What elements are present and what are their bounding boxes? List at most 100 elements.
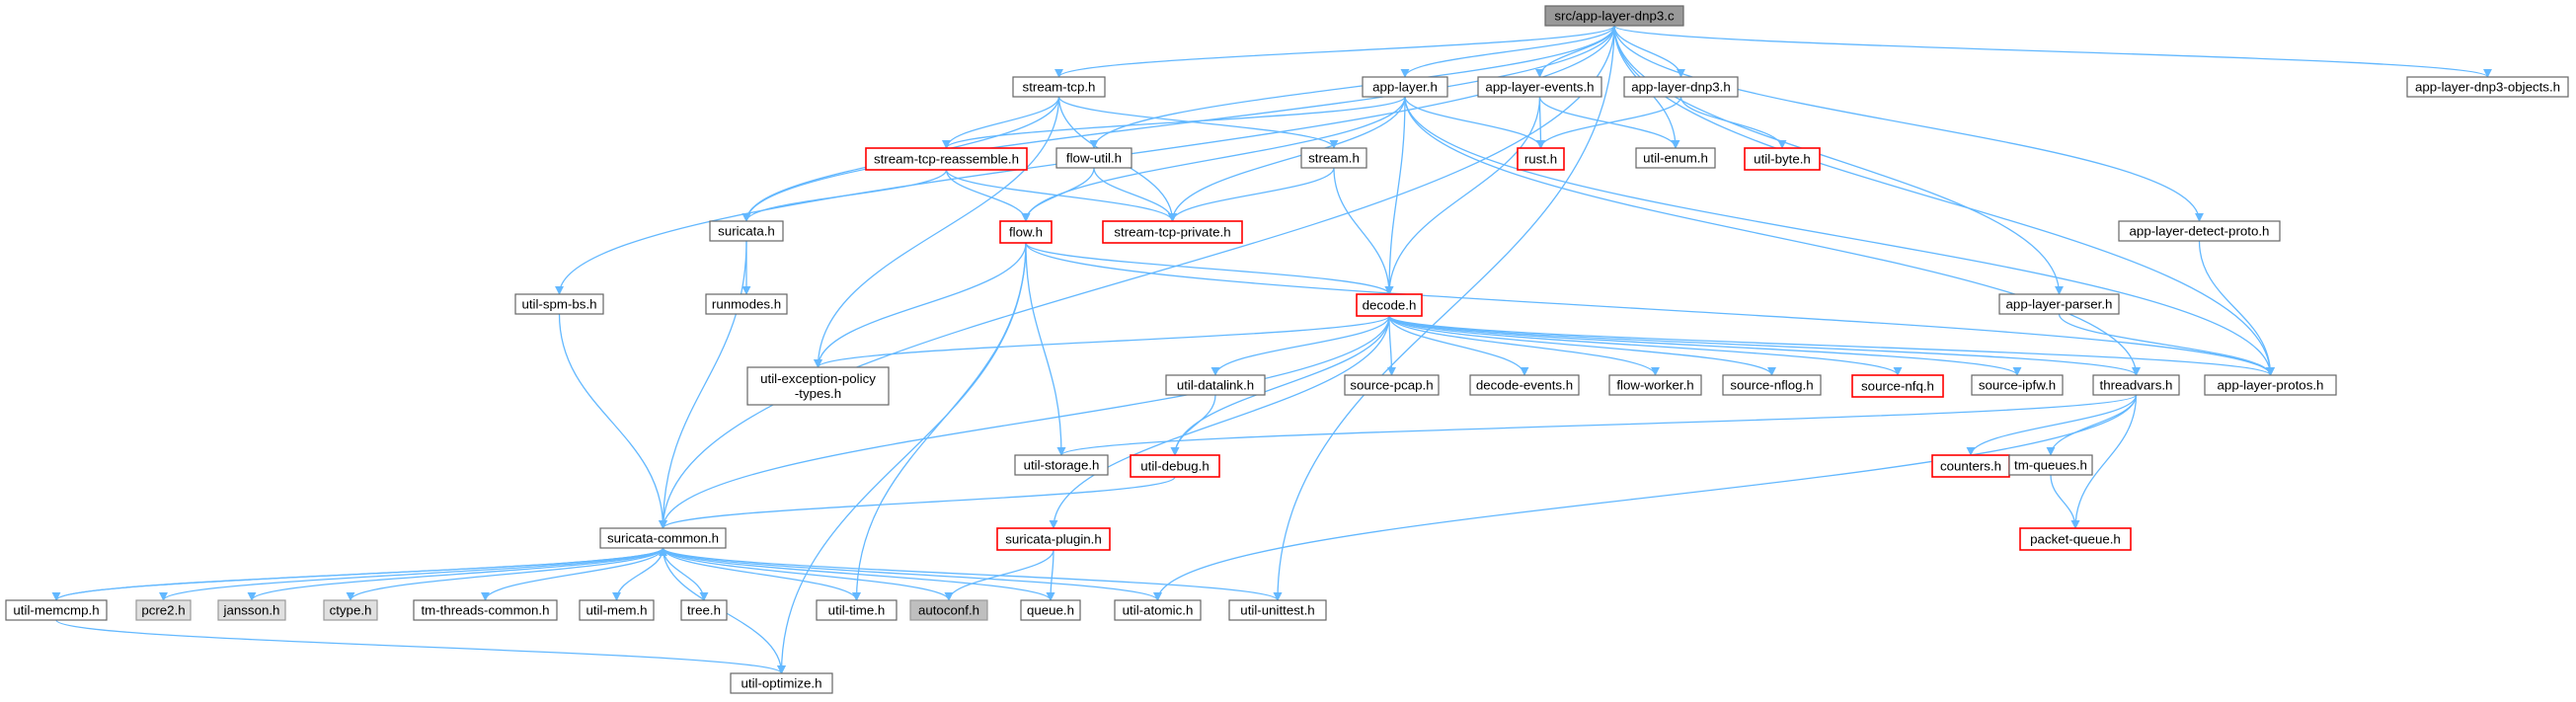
edge-app-layer-dnp3-h-to-util-byte-h [1679, 96, 1787, 149]
node-label: ctype.h [330, 603, 372, 618]
node-box [816, 599, 898, 621]
node-box [2204, 374, 2337, 396]
edge-flow-h-to-decode-h [1025, 242, 1394, 295]
edge-root-to-app-layer-detect-proto-h [1613, 25, 2204, 222]
edge-stream-tcp-h-to-stream-h [1057, 96, 1339, 149]
node-util-spm-bs-h[interactable]: util-spm-bs.h [514, 293, 604, 315]
node-util-atomic-h[interactable]: util-atomic.h [1114, 599, 1202, 621]
edge-flow-h-to-app-layer-protos-h [1025, 242, 2275, 376]
node-label: app-layer-detect-proto.h [2130, 224, 2270, 239]
edge-app-layer-events-h-to-decode-h [1384, 96, 1541, 295]
node-suricata-common-h[interactable]: suricata-common.h [599, 527, 727, 549]
node-label: jansson.h [223, 603, 280, 618]
node-label: src/app-layer-dnp3.c [1554, 9, 1675, 24]
node-box [579, 599, 655, 621]
node-util-byte-h[interactable]: util-byte.h [1744, 147, 1821, 171]
edge-decode-h-to-source-nflog-h [1388, 315, 1776, 376]
node-tm-queues-h[interactable]: tm-queues.h [2008, 454, 2093, 476]
node-label: runmodes.h [712, 297, 781, 312]
node-stream-tcp-private-h[interactable]: stream-tcp-private.h [1102, 220, 1243, 244]
node-app-layer-events-h[interactable]: app-layer-events.h [1477, 76, 1602, 98]
node-tree-h[interactable]: tree.h [680, 599, 728, 621]
node-decode-events-h[interactable]: decode-events.h [1469, 374, 1580, 396]
node-jansson-h[interactable]: jansson.h [217, 599, 286, 621]
node-root[interactable]: src/app-layer-dnp3.c [1544, 5, 1684, 27]
node-util-exception-policy-types-h[interactable]: util-exception-policy-types.h [746, 366, 890, 406]
node-box [1300, 147, 1367, 169]
node-util-mem-h[interactable]: util-mem.h [579, 599, 655, 621]
node-app-layer-detect-proto-h[interactable]: app-layer-detect-proto.h [2118, 220, 2281, 242]
node-flow-h[interactable]: flow.h [999, 220, 1053, 244]
node-runmodes-h[interactable]: runmodes.h [705, 293, 788, 315]
node-box [2019, 527, 2132, 551]
node-stream-tcp-reassemble-h[interactable]: stream-tcp-reassemble.h [865, 147, 1028, 171]
node-autoconf-h[interactable]: autoconf.h [909, 599, 988, 621]
edge-suricata-plugin-h-to-queue-h [1046, 549, 1055, 601]
edge-app-layer-h-to-stream-tcp-reassemble-h [942, 96, 1406, 149]
node-util-optimize-h[interactable]: util-optimize.h [730, 672, 833, 694]
node-source-ipfw-h[interactable]: source-ipfw.h [1971, 374, 2064, 396]
node-app-layer-protos-h[interactable]: app-layer-protos.h [2204, 374, 2337, 396]
node-box [1130, 454, 1220, 478]
node-box [1469, 374, 1580, 396]
node-stream-h[interactable]: stream.h [1300, 147, 1367, 169]
node-suricata-h[interactable]: suricata.h [709, 220, 784, 242]
node-counters-h[interactable]: counters.h [1931, 454, 2010, 478]
node-suricata-plugin-h[interactable]: suricata-plugin.h [996, 527, 1111, 551]
node-util-time-h[interactable]: util-time.h [816, 599, 898, 621]
node-label: util-exception-policy [760, 371, 876, 386]
node-box [514, 293, 604, 315]
node-source-pcap-h[interactable]: source-pcap.h [1344, 374, 1440, 396]
node-label: app-layer-dnp3-objects.h [2415, 80, 2560, 95]
node-source-nflog-h[interactable]: source-nflog.h [1722, 374, 1822, 396]
node-label: stream-tcp-reassemble.h [874, 152, 1019, 167]
node-box [680, 599, 728, 621]
node-stream-tcp-h[interactable]: stream-tcp.h [1012, 76, 1106, 98]
node-box [996, 527, 1111, 551]
node-ctype-h[interactable]: ctype.h [323, 599, 378, 621]
node-app-layer-h[interactable]: app-layer.h [1362, 76, 1448, 98]
node-packet-queue-h[interactable]: packet-queue.h [2019, 527, 2132, 551]
node-label: util-storage.h [1024, 458, 1100, 473]
edge-util-spm-bs-h-to-suricata-common-h [558, 313, 668, 529]
node-box [1012, 76, 1106, 98]
node-util-enum-h[interactable]: util-enum.h [1635, 147, 1716, 169]
node-util-unittest-h[interactable]: util-unittest.h [1228, 599, 1327, 621]
edge-stream-tcp-reassemble-h-to-flow-h [945, 169, 1031, 222]
node-box [413, 599, 558, 621]
node-util-storage-h[interactable]: util-storage.h [1014, 454, 1109, 476]
node-label: decode.h [1363, 298, 1417, 313]
node-box [2118, 220, 2281, 242]
node-label: suricata.h [718, 224, 775, 239]
node-label: tree.h [687, 603, 721, 618]
node-flow-util-h[interactable]: flow-util.h [1055, 147, 1132, 169]
edge-decode-h-to-threadvars-h [1388, 315, 2141, 376]
edge-suricata-h-to-suricata-common-h [658, 240, 747, 529]
node-box [599, 527, 727, 549]
node-label: suricata-plugin.h [1005, 532, 1102, 547]
node-box [5, 599, 108, 621]
node-queue-h[interactable]: queue.h [1020, 599, 1081, 621]
node-util-memcmp-h[interactable]: util-memcmp.h [5, 599, 108, 621]
edge-decode-h-to-flow-worker-h [1388, 315, 1660, 376]
node-label: source-ipfw.h [1979, 378, 2056, 393]
node-rust-h[interactable]: rust.h [1517, 147, 1565, 171]
node-app-layer-dnp3-h[interactable]: app-layer-dnp3.h [1623, 76, 1739, 98]
node-box [1517, 147, 1565, 171]
node-threadvars-h[interactable]: threadvars.h [2092, 374, 2180, 396]
node-tm-threads-common-h[interactable]: tm-threads-common.h [413, 599, 558, 621]
node-source-nfq-h[interactable]: source-nfq.h [1851, 374, 1944, 398]
node-decode-h[interactable]: decode.h [1356, 293, 1423, 317]
edge-root-to-app-layer-dnp3-h [1613, 25, 1686, 78]
node-util-datalink-h[interactable]: util-datalink.h [1165, 374, 1266, 396]
node-pcre2-h[interactable]: pcre2.h [135, 599, 192, 621]
node-app-layer-dnp3-objects-h[interactable]: app-layer-dnp3-objects.h [2406, 76, 2569, 98]
node-label: flow-util.h [1066, 151, 1122, 166]
node-app-layer-parser-h[interactable]: app-layer-parser.h [1998, 293, 2120, 315]
node-flow-worker-h[interactable]: flow-worker.h [1608, 374, 1702, 396]
node-label: tm-threads-common.h [421, 603, 549, 618]
edge-root-to-suricata-common-h [658, 25, 1615, 529]
node-util-debug-h[interactable]: util-debug.h [1130, 454, 1220, 478]
edge-app-layer-h-to-rust-h [1404, 96, 1546, 149]
